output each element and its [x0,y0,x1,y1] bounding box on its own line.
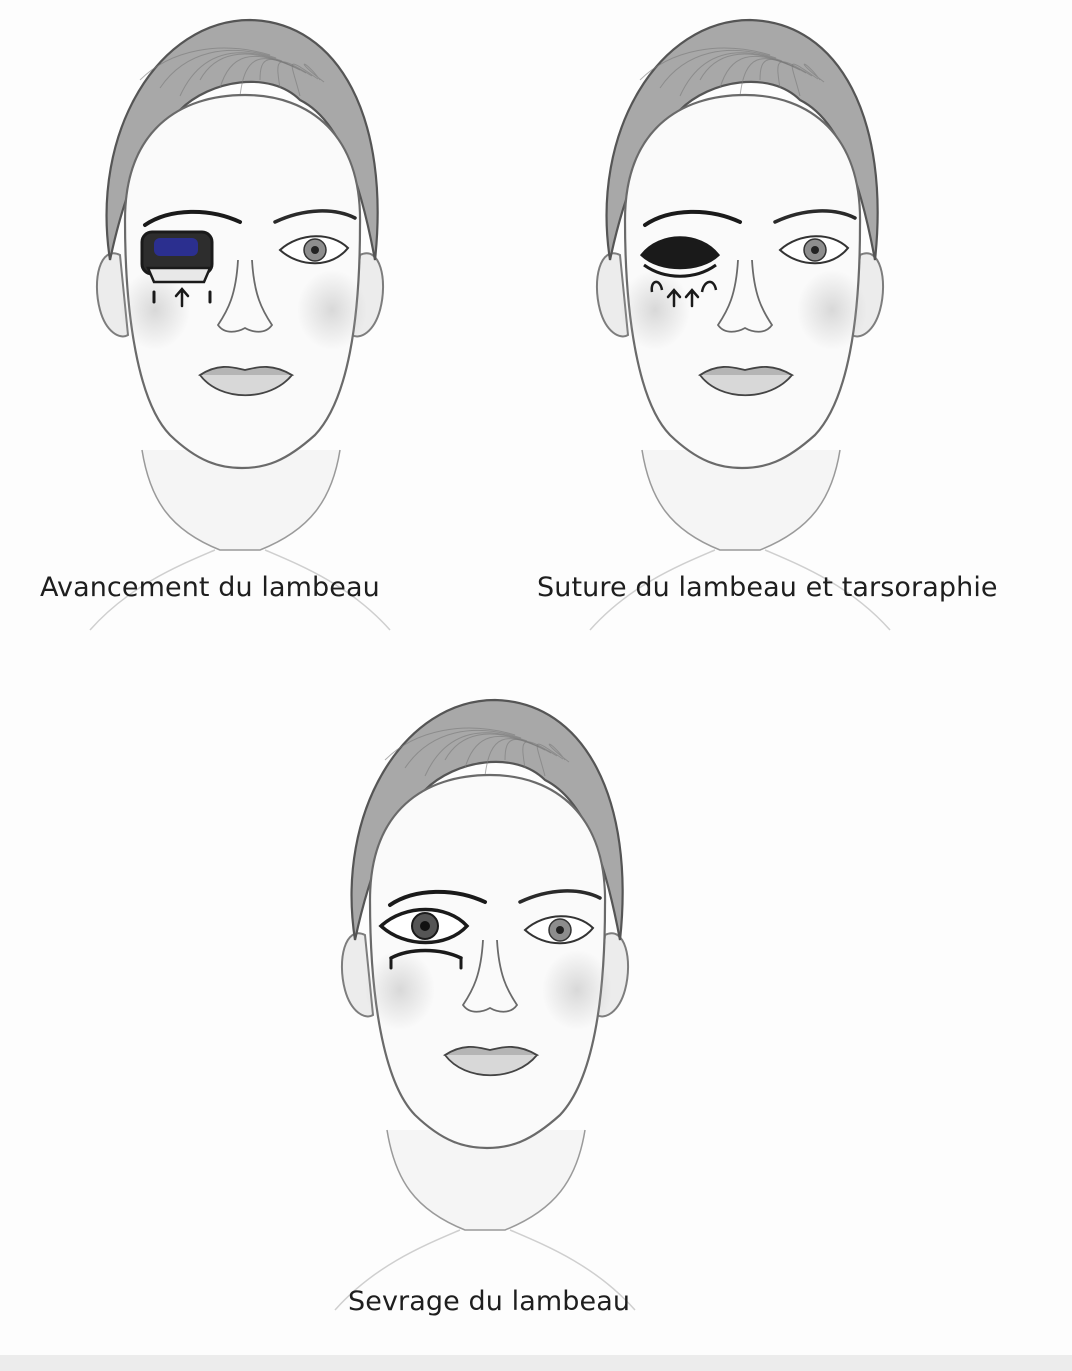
face-illustration-weaning [315,690,655,1330]
face-drawing [315,690,655,1330]
flap-outline [148,268,210,282]
orbit-blue-tissue [154,238,198,256]
cheek-shade-left [365,950,435,1030]
cheek-shade-right [542,950,612,1030]
pupil-right [556,926,564,934]
pupil-right [311,246,319,254]
face-drawing [70,10,410,650]
face-illustration-suture [570,10,910,650]
page-bottom-edge [0,1355,1072,1371]
face-drawing [570,10,910,650]
cheek-shade-right [297,270,367,350]
pupil-left [420,921,430,931]
caption-weaning: Sevrage du lambeau [348,1286,630,1317]
caption-suture: Suture du lambeau et tarsoraphie [537,572,998,603]
caption-advancement: Avancement du lambeau [40,572,380,603]
cheek-shade-right [797,270,867,350]
pupil-right [811,246,819,254]
face-illustration-advancement [70,10,410,650]
